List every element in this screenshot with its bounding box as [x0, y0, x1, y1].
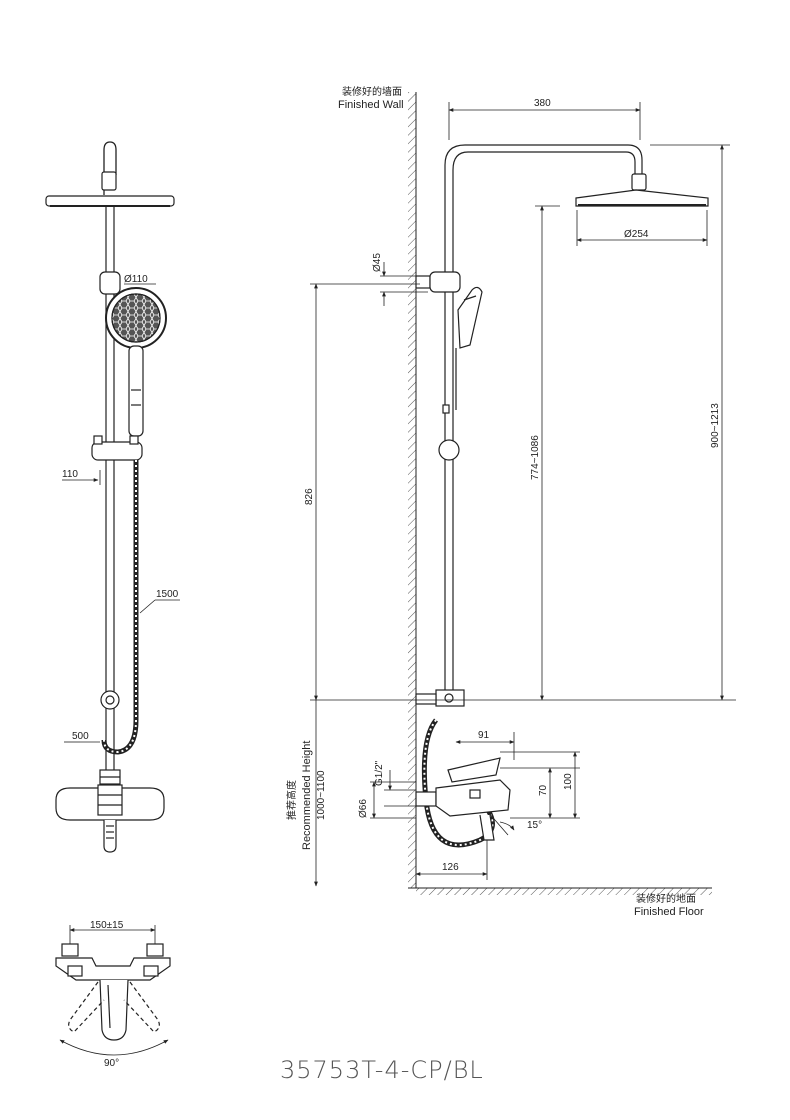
dim-bar-height: 826 — [304, 488, 315, 505]
dim-hose-long: 1500 — [156, 589, 179, 600]
floor-hatch — [416, 888, 712, 895]
rec-height-range: 1000~1100 — [316, 770, 327, 820]
dim-spout-proj: 91 — [478, 730, 490, 741]
dim-head-dia: Ø254 — [624, 229, 649, 240]
side-view — [415, 144, 709, 848]
dim-body-depth: 126 — [442, 862, 459, 873]
front-dimensions — [62, 283, 180, 743]
dim-centers: 150±15 — [90, 920, 124, 931]
top-view — [55, 925, 171, 1056]
dim-angle-tilt: 15° — [527, 820, 542, 831]
dim-handle-angle: 90° — [104, 1058, 119, 1069]
model-number: 35753T-4-CP/BL — [280, 1056, 484, 1084]
dim-hose-short: 500 — [72, 731, 89, 742]
dim-bracket-dia: Ø45 — [372, 253, 383, 272]
dim-arm-length: 380 — [534, 98, 551, 109]
wall-label-cn: 装修好的墙面 — [342, 85, 402, 98]
dim-holder-offset: 110 — [62, 469, 78, 480]
rec-height-en: Recommended Height — [301, 741, 313, 850]
side-dimensions — [310, 102, 736, 887]
front-view — [45, 141, 175, 853]
floor-label-cn: 装修好的地面 — [636, 892, 696, 905]
wall-hatch — [408, 92, 416, 888]
dim-flange-dia: Ø66 — [358, 799, 369, 818]
dim-thread: G1/2" — [374, 760, 385, 786]
rec-height-cn: 推荐高度 — [285, 780, 298, 820]
dim-handshower-dia: Ø110 — [124, 274, 148, 285]
wall-label-en: Finished Wall — [338, 99, 404, 111]
dim-body-h2: 100 — [563, 773, 574, 790]
dim-total-adj: 900~1213 — [710, 403, 721, 448]
dim-body-h1: 70 — [538, 784, 549, 796]
floor-label-en: Finished Floor — [634, 906, 704, 918]
dim-head-adj: 774~1086 — [530, 435, 541, 480]
